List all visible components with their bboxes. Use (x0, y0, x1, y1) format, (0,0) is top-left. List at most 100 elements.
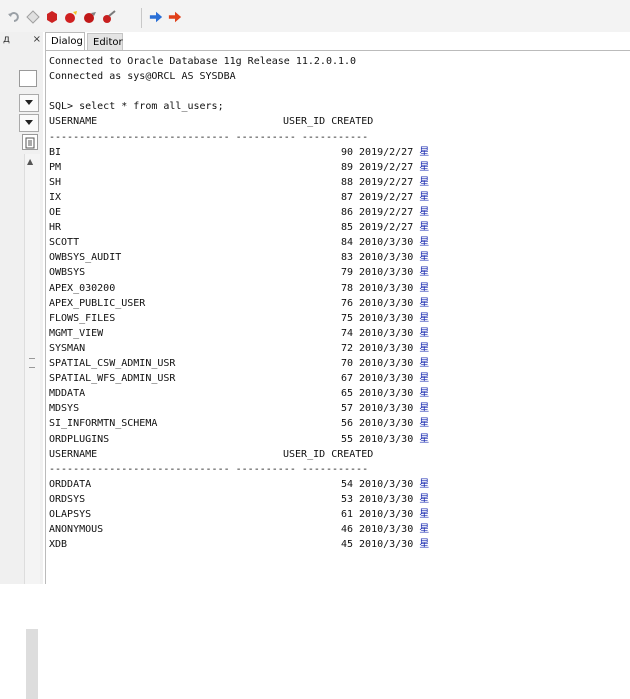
header-username: USERNAME (49, 448, 98, 460)
cell-user-id: 83 (340, 252, 353, 264)
connect-line: Connected to Oracle Database 11g Release… (49, 56, 357, 67)
separator-line: ------------------------------ ---------… (49, 463, 369, 475)
cell-username: SH (49, 176, 62, 188)
cell-created: 2010/3/30 (359, 524, 414, 536)
left-dropdown-1[interactable] (19, 94, 39, 112)
cell-user-id: 55 (340, 433, 353, 445)
cell-created: 2010/3/30 (359, 237, 414, 249)
cell-suffix: 星 (419, 176, 430, 188)
toolbar-separator (141, 8, 142, 28)
cell-username: SPATIAL_CSW_ADMIN_USR (49, 358, 176, 369)
cell-username: IX (49, 191, 62, 203)
cell-user-id: 89 (340, 161, 353, 173)
document-icon[interactable] (22, 134, 38, 150)
cell-suffix: 星 (419, 418, 430, 430)
header-user-id: USER_ID (283, 448, 326, 460)
cell-username: APEX_030200 (49, 282, 116, 294)
cell-suffix: 星 (419, 237, 430, 249)
cell-username: MDDATA (49, 388, 86, 400)
cell-user-id: 70 (340, 358, 353, 369)
toolbar (0, 0, 630, 32)
cell-user-id: 84 (340, 237, 353, 249)
chevron-down-icon (25, 100, 33, 105)
cell-created: 2010/3/30 (359, 342, 414, 354)
cell-user-id: 46 (340, 524, 353, 536)
table-row: SH 88 2019/2/27 星 (49, 175, 429, 190)
cell-created: 2019/2/27 (359, 146, 414, 158)
cell-created: 2010/3/30 (359, 312, 414, 324)
cell-user-id: 56 (340, 418, 353, 430)
cell-suffix: 星 (419, 267, 430, 279)
arrow-right-icon[interactable] (149, 10, 163, 24)
cell-created: 2010/3/30 (359, 388, 414, 400)
cell-username: HR (49, 222, 62, 234)
cell-username: BI (49, 146, 62, 158)
cell-created: 2010/3/30 (359, 478, 414, 490)
cell-suffix: 星 (419, 358, 430, 369)
cell-suffix: 星 (419, 539, 430, 551)
header-created: CREATED (331, 116, 374, 128)
cell-username: MDSYS (49, 403, 80, 415)
left-dropdown-2[interactable] (19, 114, 39, 132)
arrow-right-red-icon[interactable] (168, 10, 182, 24)
cell-user-id: 61 (340, 509, 353, 520)
pin-icon[interactable]: д (3, 33, 10, 45)
close-icon[interactable]: × (32, 33, 41, 45)
cell-user-id: 65 (340, 388, 353, 400)
cell-suffix: 星 (419, 146, 430, 158)
record-red-icon[interactable] (45, 10, 59, 24)
cell-created: 2019/2/27 (359, 222, 414, 234)
scroll-up-icon[interactable]: ▲ (27, 157, 34, 166)
cell-created: 2010/3/30 (359, 433, 414, 445)
cell-created: 2019/2/27 (359, 207, 414, 218)
tool-red-icon[interactable] (64, 10, 78, 24)
table-row: SPATIAL_CSW_ADMIN_USR 70 2010/3/30 星 (49, 356, 429, 371)
cell-created: 2019/2/27 (359, 176, 414, 188)
scroll-grip-icon (29, 358, 35, 368)
cell-user-id: 67 (340, 373, 353, 385)
brush-red-icon[interactable] (102, 10, 116, 24)
cell-created: 2010/3/30 (359, 539, 414, 551)
cell-user-id: 53 (340, 493, 353, 505)
cell-created: 2019/2/27 (359, 191, 414, 203)
table-row: ORDSYS 53 2010/3/30 星 (49, 492, 429, 507)
undo-icon[interactable] (7, 10, 21, 24)
left-panel: д × ▲ (0, 32, 43, 699)
scroll-thumb[interactable] (26, 629, 38, 699)
tool-red2-icon[interactable] (83, 10, 97, 24)
cell-suffix: 星 (419, 297, 430, 309)
tab-dialog[interactable]: Dialog (45, 32, 85, 50)
cell-user-id: 54 (340, 478, 353, 490)
left-checkbox[interactable] (19, 70, 37, 87)
cell-user-id: 88 (340, 176, 353, 188)
cell-suffix: 星 (419, 493, 430, 505)
header-created: CREATED (331, 448, 374, 460)
tab-editor[interactable]: Editor (87, 33, 123, 51)
cell-suffix: 星 (419, 524, 430, 536)
left-scrollbar[interactable]: ▲ (24, 154, 40, 699)
cell-created: 2010/3/30 (359, 509, 414, 520)
cell-user-id: 45 (340, 539, 353, 551)
diamond-icon[interactable] (26, 10, 40, 24)
connect-line: Connected as sys@ORCL AS SYSDBA (49, 71, 236, 83)
cell-created: 2010/3/30 (359, 358, 414, 369)
cell-user-id: 90 (340, 146, 353, 158)
cell-user-id: 75 (340, 312, 353, 324)
cell-username: ORDSYS (49, 493, 86, 505)
cell-suffix: 星 (419, 222, 430, 234)
cell-created: 2010/3/30 (359, 493, 414, 505)
table-row: BI 90 2019/2/27 星 (49, 145, 429, 160)
